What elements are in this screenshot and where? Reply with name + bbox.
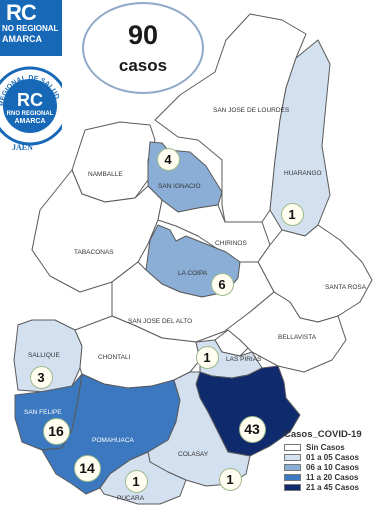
legend-item: Sin Casos — [284, 442, 384, 452]
svg-text:JAÉN: JAÉN — [12, 142, 33, 152]
district-label-chontali: CHONTALI — [98, 354, 131, 361]
district-label-huarango: HUARANGO — [284, 170, 322, 177]
logo-line-2: AMARCA — [2, 34, 42, 44]
legend-item: 11 a 20 Casos — [284, 472, 384, 482]
total-cases-badge: 90 casos — [82, 2, 204, 94]
district-label-san-felipe: SAN FELIPE — [24, 409, 62, 416]
map-legend: Casos_COVID-19 Sin Casos 01 a 05 Casos 0… — [284, 429, 384, 492]
case-count-las-pirias: 1 — [195, 345, 219, 369]
total-cases-number: 90 — [127, 20, 159, 50]
total-cases-label: casos — [118, 56, 168, 75]
district-label-chirinos: CHIRINOS — [215, 240, 247, 247]
direccion-salud-seal-logo: REGIONAL DE SALUD RC RNO REGIONAL AMARCA… — [0, 62, 62, 154]
gobierno-regional-logo: RC NO REGIONAL AMARCA — [0, 0, 62, 56]
district-namballe[interactable] — [71, 121, 156, 203]
case-count-sallique: 3 — [29, 365, 53, 389]
legend-title: Casos_COVID-19 — [284, 429, 362, 440]
legend-swatch — [284, 463, 301, 471]
case-count-huarango: 1 — [280, 202, 304, 226]
legend-label: 06 a 10 Casos — [306, 462, 359, 472]
svg-text:AMARCA: AMARCA — [14, 118, 45, 125]
district-label-pucara: PUCARA — [117, 495, 145, 502]
case-count-jaen: 43 — [238, 415, 266, 443]
legend-label: 21 a 45 Casos — [306, 482, 359, 492]
case-count-pomahuaca: 14 — [73, 454, 101, 482]
case-count-san-felipe: 16 — [42, 417, 70, 445]
legend-label: Sin Casos — [306, 442, 345, 452]
logo-line-1: NO REGIONAL — [2, 24, 59, 33]
case-count-colasay: 1 — [218, 467, 242, 491]
legend-label: 01 a 05 Casos — [306, 452, 359, 462]
district-label-la-coipa: LA COIPA — [178, 270, 208, 277]
case-count-pucara: 1 — [124, 469, 148, 493]
legend-item: 06 a 10 Casos — [284, 462, 384, 472]
svg-text:RC: RC — [17, 90, 43, 110]
district-label-pomahuaca: POMAHUACA — [92, 437, 134, 444]
district-label-colasay: COLASAY — [178, 451, 209, 458]
district-label-santa-rosa: SANTA ROSA — [325, 284, 367, 291]
district-label-tabaconas: TABACONAS — [74, 249, 114, 256]
district-label-san-jose-de-lourdes: SAN JOSE DE LOURDES — [213, 107, 290, 114]
district-label-bellavista: BELLAVISTA — [278, 334, 317, 341]
legend-swatch — [284, 483, 301, 491]
logo-mark: RC — [6, 0, 37, 25]
legend-swatch — [284, 443, 301, 451]
district-label-namballe: NAMBALLE — [88, 171, 123, 178]
case-count-la-coipa: 6 — [210, 272, 234, 296]
svg-text:RNO REGIONAL: RNO REGIONAL — [7, 111, 54, 117]
legend-swatch — [284, 473, 301, 481]
legend-item: 01 a 05 Casos — [284, 452, 384, 462]
district-label-san-ignacio: SAN IGNACIO — [158, 183, 201, 190]
district-bellavista[interactable] — [225, 291, 347, 373]
district-label-las-pirias: LAS PIRIAS — [226, 356, 262, 363]
case-count-san-ignacio: 4 — [156, 147, 180, 171]
legend-item: 21 a 45 Casos — [284, 482, 384, 492]
district-label-san-jose-del-alto: SAN JOSE DEL ALTO — [128, 318, 193, 325]
legend-label: 11 a 20 Casos — [306, 472, 359, 482]
district-label-sallique: SALLIQUE — [28, 352, 60, 359]
legend-swatch — [284, 453, 301, 461]
